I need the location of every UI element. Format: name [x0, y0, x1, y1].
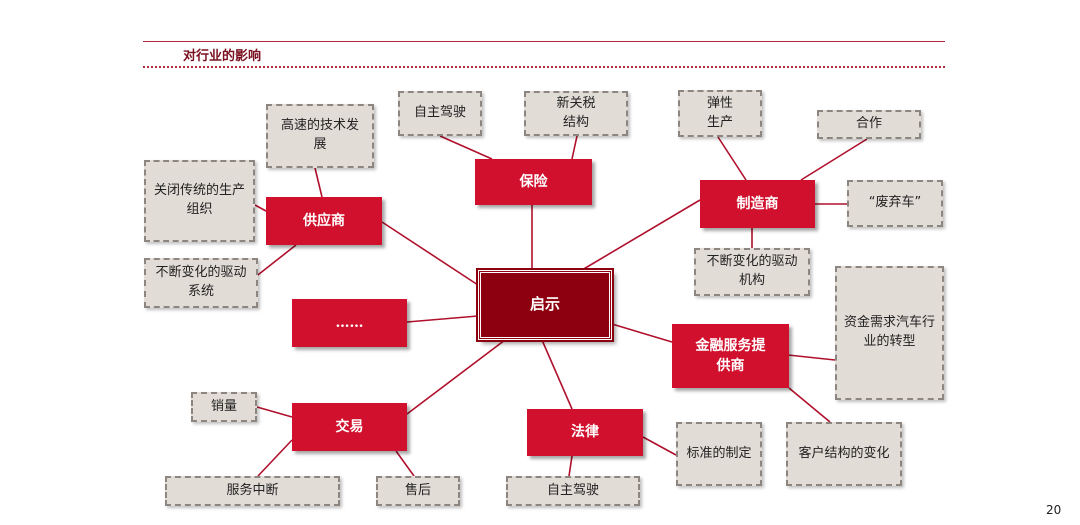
category-manufacturer: 制造商: [700, 180, 815, 228]
connector-insurance-tariff: [571, 135, 578, 160]
category-supplier: 供应商: [266, 197, 382, 245]
connector-manufacturer-coop: [800, 138, 868, 181]
leaf-changing-drive-manufacturer-label: 不断变化的驱动 机构: [706, 254, 798, 288]
leaf-after-sales-label: 售后: [404, 482, 431, 498]
connector-center-other: [406, 315, 479, 323]
leaf-capital-demand-label: 资金需求汽车行 业的转型: [843, 315, 935, 349]
category-trade: 交易: [292, 403, 407, 451]
leaf-autonomous-driving-insurance-label: 自主驾驶: [413, 105, 466, 121]
leaf-autonomous-driving-law: 自主驾驶: [506, 476, 640, 506]
leaf-service-interruption: 服务中断: [165, 476, 340, 506]
leaf-new-tariff-label: 新关税 结构: [556, 95, 596, 130]
leaf-changing-drive-manufacturer: 不断变化的驱动 机构: [694, 248, 810, 296]
connector-trade-service: [257, 439, 293, 477]
category-law: 法律: [527, 409, 643, 456]
leaf-high-speed-tech: 高速的技术发 展: [266, 104, 374, 168]
header-rule: [143, 41, 945, 42]
category-insurance: 保险: [475, 159, 592, 205]
connector-insurance-autodrive: [439, 135, 493, 160]
leaf-new-tariff: 新关税 结构: [524, 91, 628, 136]
connector-center-manufacturer: [581, 199, 701, 271]
connector-manufacturer-flex: [717, 136, 747, 181]
connector-supplier-close: [254, 204, 267, 212]
leaf-autonomous-driving-insurance: 自主驾驶: [398, 91, 482, 136]
connector-law-autodrive: [568, 455, 573, 477]
leaf-customer-structure: 客户结构的变化: [786, 422, 902, 486]
page-number: 20: [1046, 503, 1062, 517]
leaf-scrapped-cars-label: “废弃车”: [868, 195, 922, 211]
leaf-high-speed-tech-label: 高速的技术发 展: [280, 118, 359, 152]
leaf-sales-volume-label: 销量: [210, 398, 237, 414]
leaf-scrapped-cars: “废弃车”: [847, 180, 943, 227]
category-law-label: 法律: [571, 424, 599, 441]
connector-center-law: [541, 339, 573, 410]
page-title: 对行业的影响: [183, 49, 262, 64]
connector-trade-sales: [256, 406, 293, 418]
leaf-customer-structure-label: 客户结构的变化: [798, 445, 890, 461]
center-node-label: 启示: [529, 295, 560, 314]
category-finance-label: 金融服务提 供商: [695, 337, 766, 374]
category-manufacturer-label: 制造商: [736, 195, 779, 212]
connector-finance-capital: [787, 354, 836, 361]
leaf-cooperation-label: 合作: [855, 116, 882, 132]
category-finance: 金融服务提 供商: [672, 324, 789, 388]
connector-center-trade: [406, 339, 506, 415]
leaf-autonomous-driving-law-label: 自主驾驶: [546, 482, 599, 498]
leaf-sales-volume: 销量: [191, 392, 257, 422]
leaf-close-traditional: 关闭传统的生产 组织: [144, 160, 255, 242]
leaf-flexible-production: 弹性 生产: [678, 90, 762, 137]
category-other-label: ……: [335, 314, 364, 331]
category-trade-label: 交易: [335, 418, 364, 435]
connector-trade-after: [395, 450, 415, 477]
center-node-insights: 启示: [476, 268, 614, 342]
connector-law-standard: [642, 436, 677, 456]
leaf-after-sales: 售后: [376, 476, 460, 506]
leaf-changing-drive-supplier: 不断变化的驱动 系统: [144, 258, 258, 308]
leaf-standard-setting-label: 标准的制定: [686, 445, 752, 461]
leaf-service-interruption-label: 服务中断: [226, 482, 279, 498]
category-other: ……: [292, 299, 407, 347]
connector-supplier-drive: [253, 244, 297, 279]
connector-center-supplier: [381, 221, 479, 286]
leaf-flexible-production-label: 弹性 生产: [706, 95, 733, 130]
category-insurance-label: 保险: [519, 173, 548, 190]
connector-finance-customer: [788, 387, 831, 423]
connector-center-finance: [611, 323, 673, 343]
category-supplier-label: 供应商: [303, 212, 345, 229]
leaf-standard-setting: 标准的制定: [676, 422, 762, 486]
leaf-changing-drive-supplier-label: 不断变化的驱动 系统: [155, 265, 247, 299]
leaf-capital-demand: 资金需求汽车行 业的转型: [835, 266, 944, 400]
leaf-close-traditional-label: 关闭传统的生产 组织: [153, 183, 245, 217]
connector-supplier-tech: [314, 167, 323, 198]
leaf-cooperation: 合作: [817, 110, 921, 139]
header-dotted-divider: [143, 66, 945, 68]
